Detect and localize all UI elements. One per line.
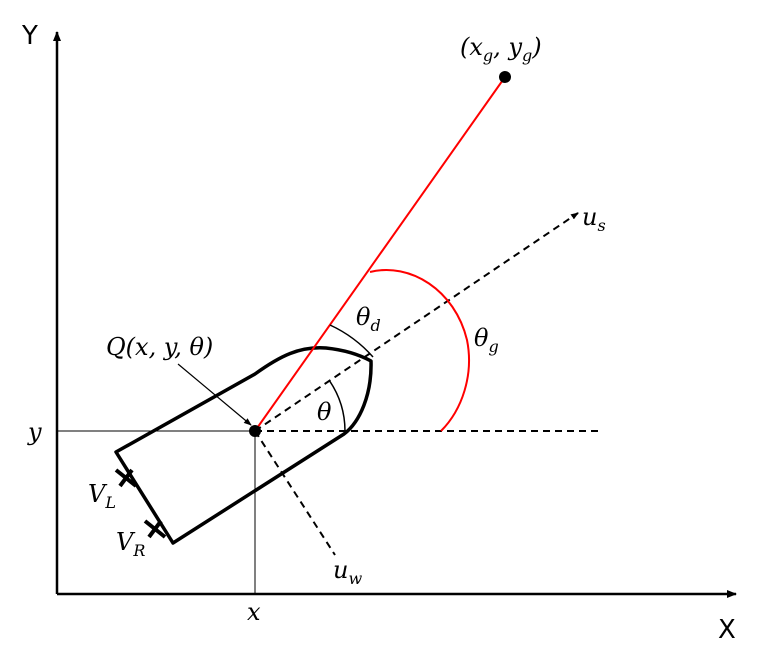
goal-direction-line [254, 76, 506, 432]
left-wheel-marker [114, 468, 138, 488]
y-tick-label: y [27, 418, 42, 446]
x-axis-title: X [718, 615, 736, 645]
goal-label: (xg, yg) [460, 33, 542, 65]
x-tick-label: x [247, 598, 261, 626]
pose-pointer-arrow [177, 363, 252, 426]
right-wheel-marker [143, 519, 167, 539]
uw-axis [254, 430, 336, 556]
theta-arc [328, 379, 346, 432]
theta-g-label: θg [474, 324, 499, 356]
goal-point [499, 71, 511, 83]
left-wheel-label: VL [88, 480, 116, 512]
theta-d-arc [329, 324, 374, 358]
robot-center-point [249, 425, 261, 437]
right-wheel-label: VR [116, 528, 145, 560]
theta-g-arc [369, 269, 470, 432]
robot-body [114, 346, 373, 545]
pose-label: Q(x, y, θ) [106, 333, 213, 361]
y-axis-title: Y [21, 21, 38, 51]
us-axis-label: us [582, 203, 606, 235]
theta-label: θ [317, 398, 332, 426]
uw-axis-label: uw [333, 556, 362, 588]
theta-d-label: θd [356, 303, 381, 335]
us-axis [254, 212, 579, 432]
